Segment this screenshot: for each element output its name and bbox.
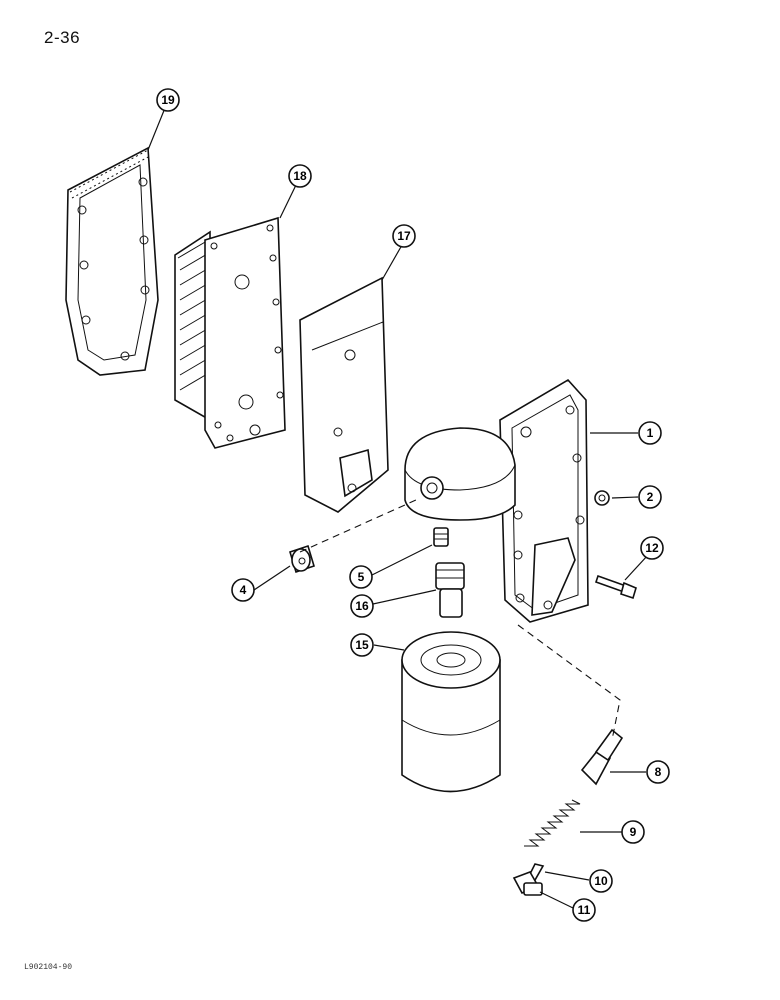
part-12-bolt bbox=[594, 574, 637, 600]
callout-18: 18 bbox=[288, 164, 312, 188]
alignment-line-8 bbox=[517, 624, 621, 741]
alignment-line-4 bbox=[299, 499, 417, 553]
svg-text:12: 12 bbox=[645, 541, 659, 555]
callout-11: 11 bbox=[572, 898, 596, 922]
part-18-oil-cooler bbox=[174, 216, 286, 449]
callout-9: 9 bbox=[621, 820, 645, 844]
part-16-adapter bbox=[435, 562, 465, 618]
leader-19 bbox=[147, 107, 166, 151]
callout-10: 10 bbox=[589, 869, 613, 893]
svg-text:1: 1 bbox=[647, 426, 654, 440]
part-19-gasket bbox=[65, 146, 159, 376]
callout-12: 12 bbox=[640, 536, 664, 560]
leader-5 bbox=[371, 544, 433, 576]
part-1-filter-head bbox=[404, 378, 589, 623]
page-number: 2-36 bbox=[44, 28, 81, 47]
leader-4 bbox=[253, 565, 291, 591]
svg-text:18: 18 bbox=[293, 169, 307, 183]
part-4-plug bbox=[289, 544, 315, 574]
part-5-fitting bbox=[433, 527, 449, 547]
leader-2 bbox=[611, 496, 639, 499]
svg-text:9: 9 bbox=[630, 825, 637, 839]
callout-5: 5 bbox=[349, 565, 373, 589]
leader-11 bbox=[539, 891, 574, 909]
leader-15 bbox=[373, 644, 405, 651]
leader-12 bbox=[624, 554, 649, 581]
callout-8: 8 bbox=[646, 760, 670, 784]
svg-text:17: 17 bbox=[397, 229, 411, 243]
svg-text:10: 10 bbox=[594, 874, 608, 888]
callout-19: 19 bbox=[156, 88, 180, 112]
callout-16: 16 bbox=[350, 594, 374, 618]
leader-16 bbox=[372, 589, 437, 605]
leader-18 bbox=[279, 184, 297, 219]
svg-text:2: 2 bbox=[647, 490, 654, 504]
svg-text:11: 11 bbox=[578, 903, 591, 917]
svg-text:15: 15 bbox=[355, 638, 369, 652]
svg-text:8: 8 bbox=[655, 765, 662, 779]
figure-code: L902104-90 bbox=[24, 963, 73, 972]
callout-4: 4 bbox=[231, 578, 255, 602]
part-11-plug bbox=[512, 871, 543, 896]
part-15-filter bbox=[401, 631, 501, 793]
svg-text:5: 5 bbox=[358, 570, 365, 584]
svg-text:16: 16 bbox=[355, 599, 369, 613]
part-9-spring bbox=[524, 799, 581, 847]
callout-2: 2 bbox=[638, 485, 662, 509]
leader-10 bbox=[544, 871, 590, 881]
part-17-gasket bbox=[299, 276, 389, 513]
leader-17 bbox=[381, 244, 403, 281]
svg-text:19: 19 bbox=[161, 93, 175, 107]
callout-15: 15 bbox=[350, 633, 374, 657]
part-8-plunger bbox=[580, 728, 624, 786]
callout-1: 1 bbox=[638, 421, 662, 445]
part-2-plug bbox=[594, 490, 610, 506]
svg-text:4: 4 bbox=[240, 583, 247, 597]
callout-17: 17 bbox=[392, 224, 416, 248]
